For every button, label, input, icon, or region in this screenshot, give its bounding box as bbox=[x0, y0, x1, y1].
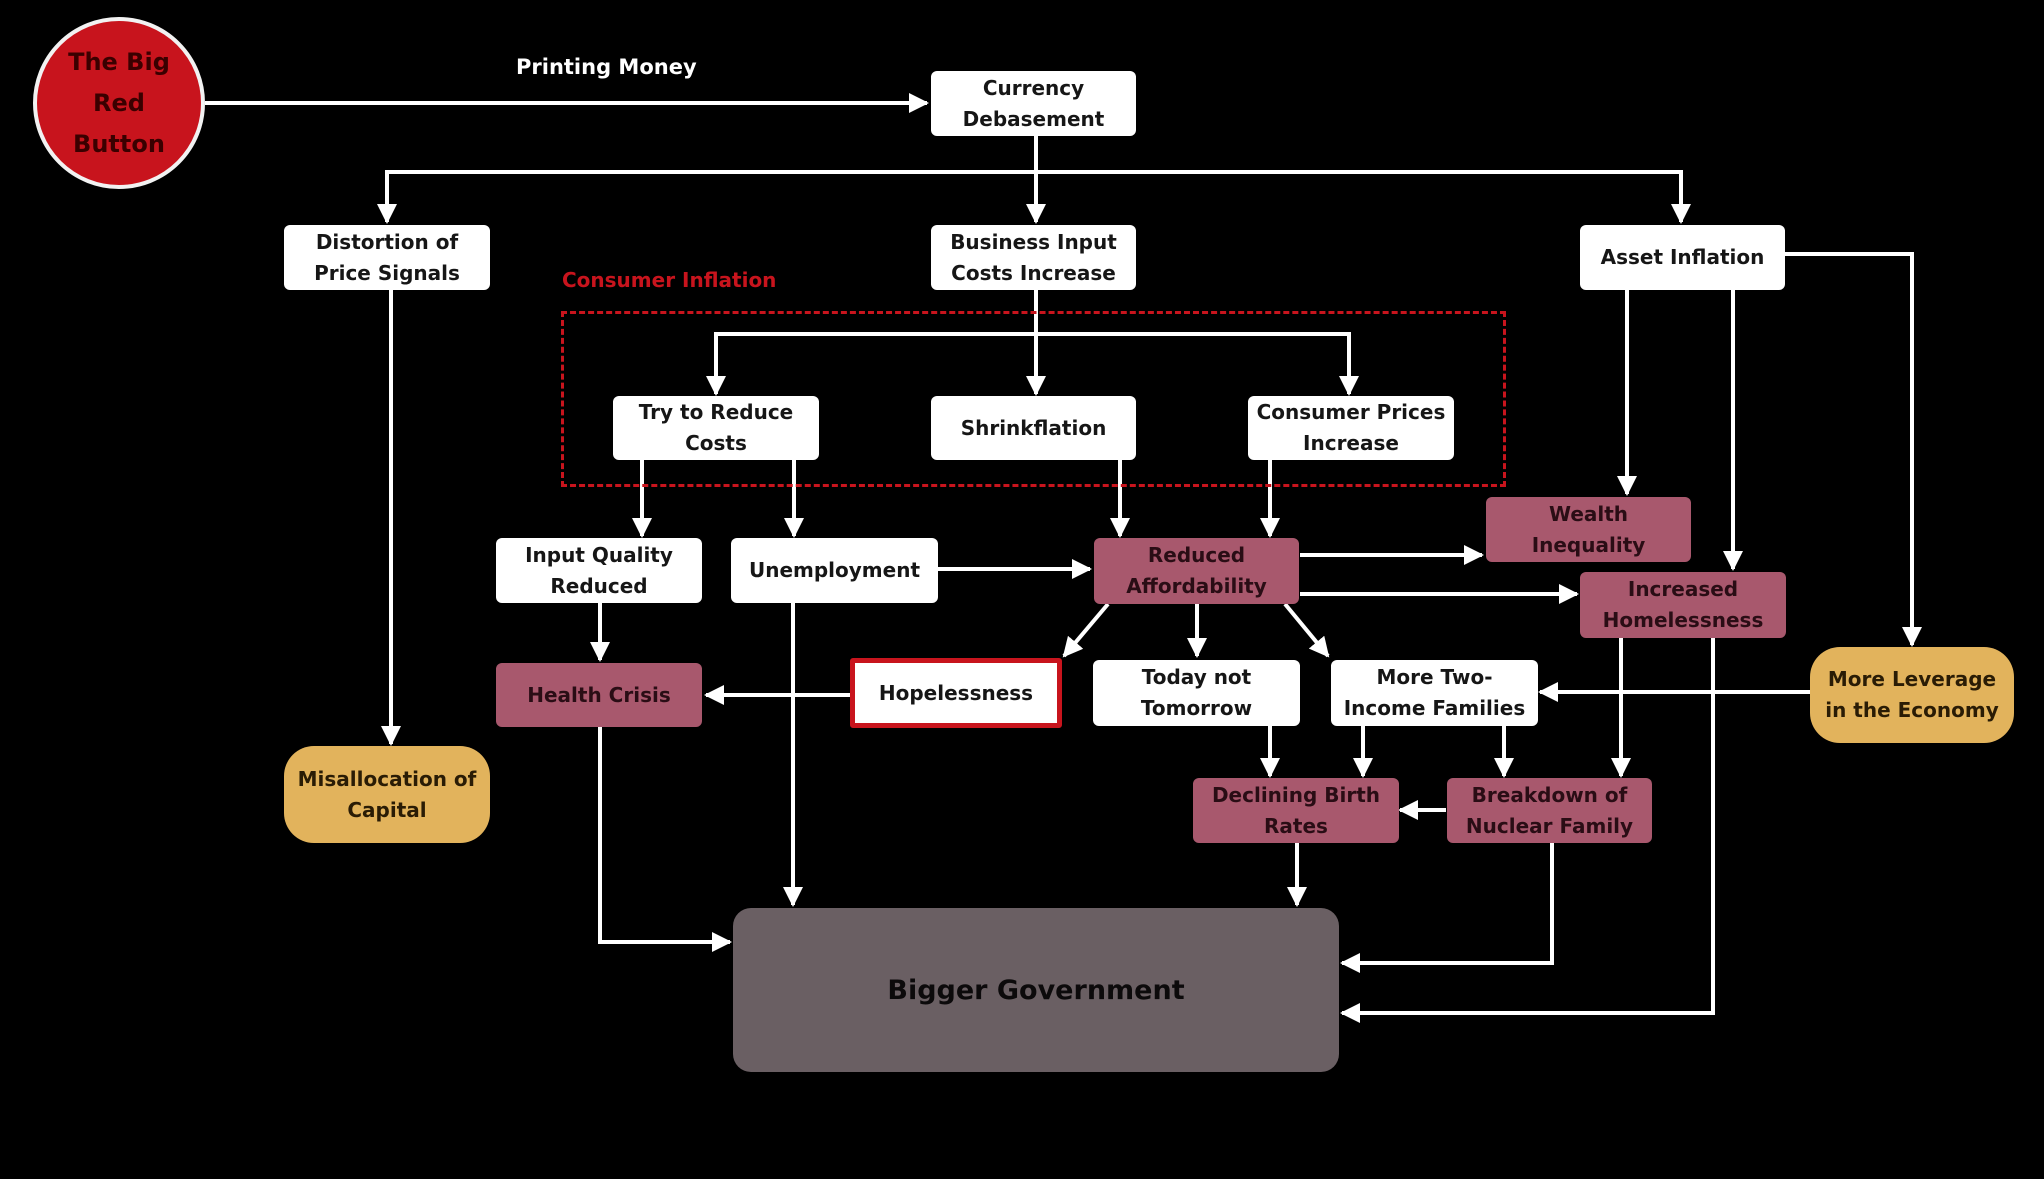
wealth-inequality-box: Wealth Inequality bbox=[1486, 497, 1691, 562]
consumer-inflation-group bbox=[561, 311, 1506, 487]
try-reduce-costs-box: Try to Reduce Costs bbox=[613, 396, 819, 460]
arrow-business-trycosts bbox=[706, 332, 1036, 396]
arrow-business-consumerprices bbox=[1036, 332, 1359, 396]
more-leverage-box: More Leverage in the Economy bbox=[1810, 647, 2014, 743]
asset-inflation-box: Asset Inflation bbox=[1580, 225, 1785, 290]
nuclear-family-box: Breakdown of Nuclear Family bbox=[1447, 778, 1652, 843]
arrow-asset-leverage bbox=[1784, 252, 1922, 647]
input-quality-box: Input Quality Reduced bbox=[496, 538, 702, 603]
arrow-homelessness-government bbox=[1340, 638, 1715, 1023]
arrow-health-government bbox=[598, 727, 732, 952]
two-income-families-box: More Two-Income Families bbox=[1331, 660, 1538, 726]
increased-homelessness-box: Increased Homelessness bbox=[1580, 572, 1786, 638]
today-not-tomorrow-box: Today not Tomorrow bbox=[1093, 660, 1300, 726]
declining-birth-rates-box: Declining Birth Rates bbox=[1193, 778, 1399, 843]
consumer-prices-box: Consumer Prices Increase bbox=[1248, 396, 1454, 460]
health-crisis-box: Health Crisis bbox=[496, 663, 702, 727]
arrow-debasement-distortion bbox=[377, 170, 1036, 224]
arrow-debasement-asset bbox=[1036, 170, 1691, 224]
printing-money-label: Printing Money bbox=[516, 55, 697, 79]
distortion-price-signals-box: Distortion of Price Signals bbox=[284, 225, 490, 290]
hopelessness-box: Hopelessness bbox=[850, 658, 1062, 728]
misallocation-box: Misallocation of Capital bbox=[284, 746, 490, 843]
reduced-affordability-box: Reduced Affordability bbox=[1094, 538, 1299, 604]
arrow-nuclear-government bbox=[1340, 843, 1554, 973]
shrinkflation-box: Shrinkflation bbox=[931, 396, 1136, 460]
business-input-costs-box: Business Input Costs Increase bbox=[931, 225, 1136, 290]
arrow-affordability-hopelessness bbox=[1062, 602, 1110, 658]
big-red-button: The Big Red Button bbox=[33, 17, 205, 189]
unemployment-box: Unemployment bbox=[731, 538, 938, 603]
currency-debasement-box: Currency Debasement bbox=[931, 71, 1136, 136]
consumer-inflation-label: Consumer Inflation bbox=[562, 268, 777, 292]
arrow-affordability-twoincome bbox=[1283, 602, 1330, 658]
bigger-government-box: Bigger Government bbox=[733, 908, 1339, 1072]
